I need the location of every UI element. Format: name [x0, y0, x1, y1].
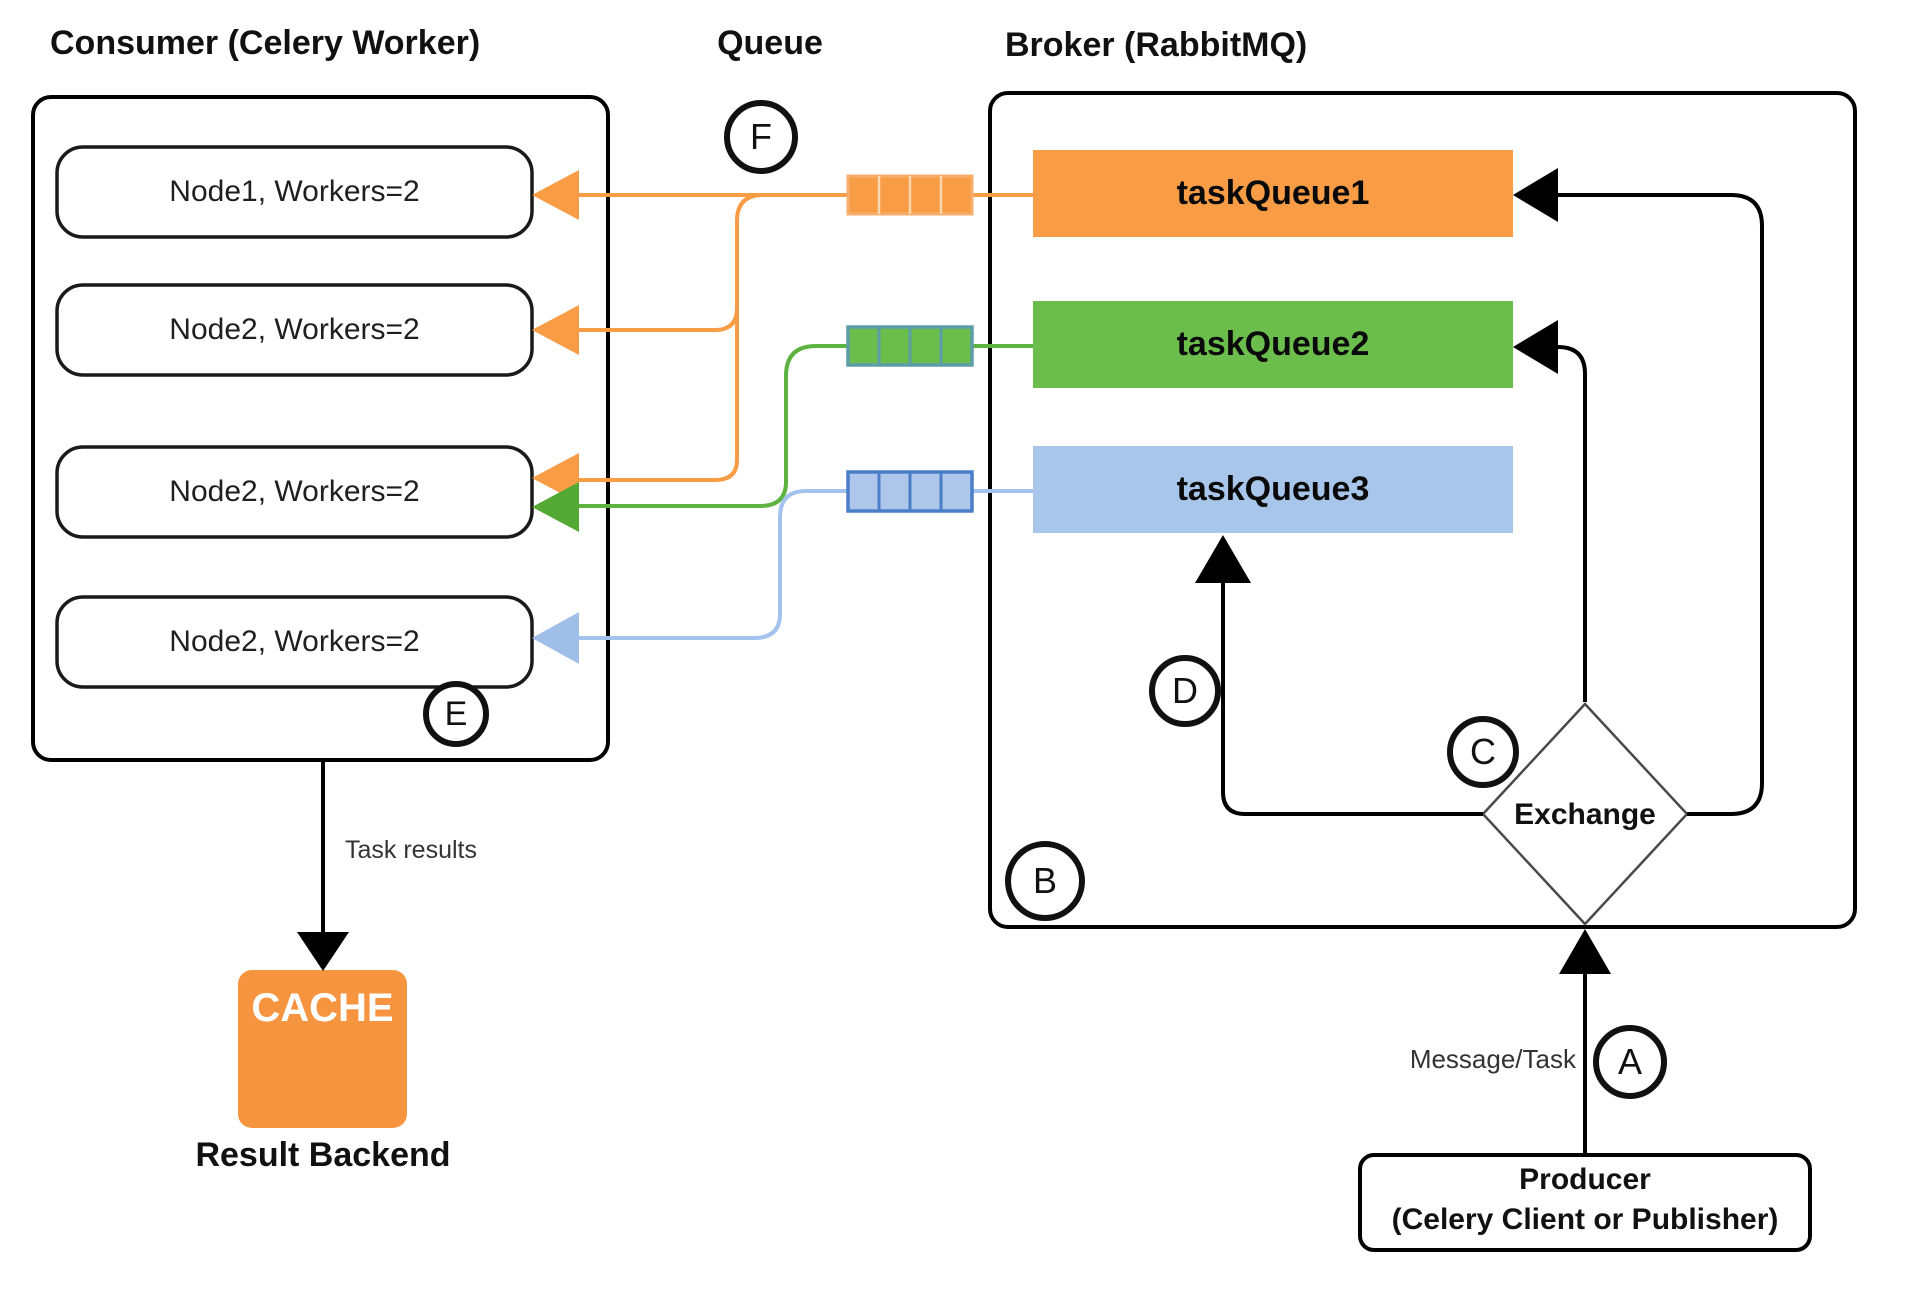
message-task-label: Message/Task [1409, 1044, 1576, 1074]
node4-arrowhead-blue [532, 612, 579, 664]
cache-label: CACHE [251, 986, 394, 1030]
step-badge-f: F [724, 100, 798, 174]
worker-node-label-3: Node2, Workers=2 [169, 475, 420, 508]
task-queue-1-label: taskQueue1 [1176, 174, 1370, 212]
broker-title: Broker (RabbitMQ) [1005, 26, 1308, 64]
exchange-diamond [1481, 702, 1689, 926]
consumer-title: Consumer (Celery Worker) [50, 24, 481, 62]
cache-down-arrowhead-black [297, 932, 349, 971]
node2-arrowhead-orange [532, 305, 579, 355]
exchange-label: Exchange [1514, 798, 1656, 831]
consumer-box [31, 95, 610, 762]
step-badge-b: B [1005, 841, 1085, 921]
exchange-to-queue3-line [1221, 581, 1483, 816]
step-badge-c: C [1447, 716, 1519, 788]
queue2-to-node3-line [579, 344, 1033, 508]
task-queue-2-label: taskQueue2 [1176, 325, 1370, 363]
node1-arrowhead-orange [532, 170, 579, 220]
task-queue-3-label: taskQueue3 [1176, 470, 1370, 508]
task-results-label: Task results [345, 836, 477, 864]
queue2-arrowhead-black [1513, 320, 1558, 374]
node3-arrowhead-green [532, 482, 579, 532]
queue-cells-green [846, 325, 974, 367]
queue3-to-node4-line [579, 489, 1033, 640]
queue3-up-arrowhead-black [1195, 535, 1251, 583]
queue1-arrowhead-black [1513, 168, 1558, 222]
worker-node-label-2: Node2, Workers=2 [169, 313, 420, 346]
producer-label-line1: Producer [1519, 1163, 1651, 1196]
step-badge-e: E [423, 681, 489, 747]
worker-node-box-1 [55, 145, 534, 239]
task-queue-3-box [1033, 446, 1513, 533]
cache-box [238, 970, 407, 1128]
task-queue-1-box [1033, 150, 1513, 237]
exchange-to-queue2-line [1557, 345, 1587, 702]
step-badge-a: A [1593, 1025, 1667, 1099]
worker-node-box-4 [55, 595, 534, 689]
worker-node-box-3 [55, 445, 534, 539]
queue1-branch-to-node3-line [579, 193, 764, 482]
step-badge-d: D [1149, 655, 1221, 727]
queue1-branch-to-node2-line [579, 307, 739, 332]
result-backend-caption: Result Backend [195, 1136, 451, 1174]
task-queue-2-box [1033, 301, 1513, 388]
queue-title: Queue [717, 24, 823, 62]
exchange-to-queue1-line [1558, 193, 1764, 816]
queue-cells-orange [846, 174, 974, 216]
producer-label-line2: (Celery Client or Publisher) [1391, 1203, 1779, 1236]
worker-node-label-4: Node2, Workers=2 [169, 625, 420, 658]
queue-cells-blue [846, 470, 974, 513]
exchange-up-arrowhead-black [1559, 929, 1611, 974]
worker-node-label-1: Node1, Workers=2 [169, 175, 420, 208]
